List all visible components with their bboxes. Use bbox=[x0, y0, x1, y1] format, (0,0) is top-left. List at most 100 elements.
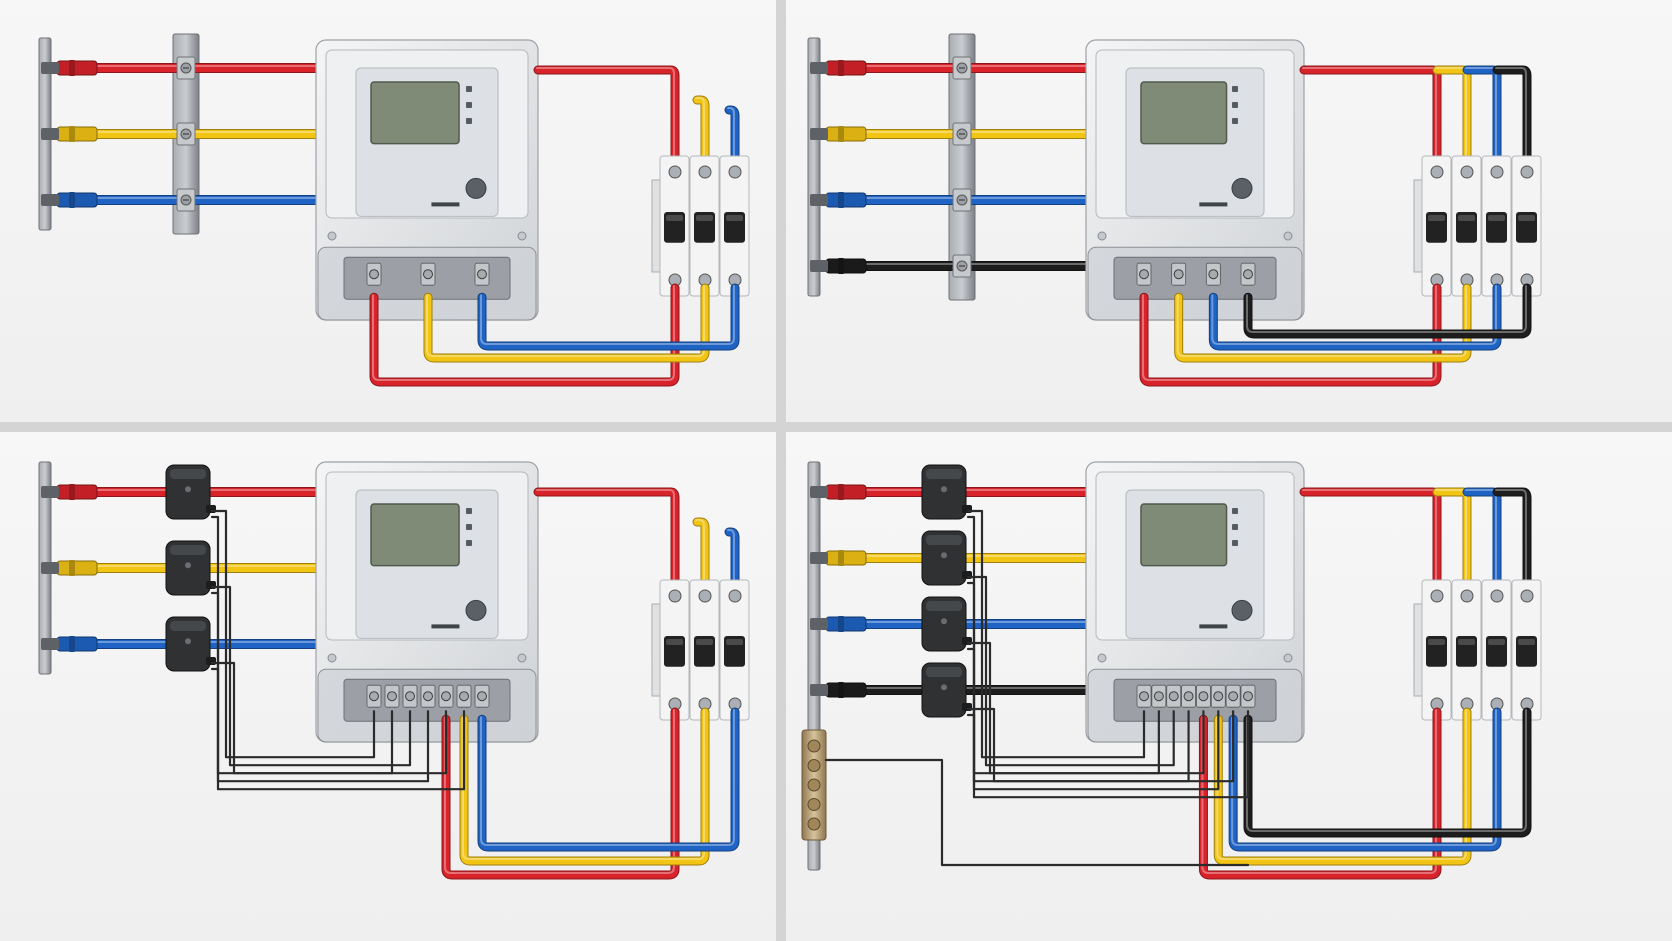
incoming-ferrule-l2 bbox=[56, 126, 98, 142]
incoming-ferrule-l3-pin bbox=[810, 194, 828, 206]
energy-meter bbox=[315, 39, 539, 321]
ct-lead-b-l3 bbox=[210, 667, 466, 791]
circuit-breaker-handle-top-2 bbox=[726, 639, 743, 645]
panel-four-wire-ct bbox=[786, 432, 1672, 941]
breaker-feed-n bbox=[1493, 66, 1531, 170]
meter-output-l3-highlight bbox=[1211, 285, 1497, 345]
ct-lead-b-n bbox=[966, 710, 1250, 799]
incoming-ferrule-l3 bbox=[825, 616, 867, 632]
circuit-breaker-top-screw-2 bbox=[728, 589, 742, 603]
circuit-breaker-top-screw-1 bbox=[698, 589, 712, 603]
energy-meter-screw-r bbox=[1283, 231, 1293, 241]
meter-output-l3 bbox=[1229, 708, 1501, 851]
breaker-feed-l3-highlight bbox=[727, 107, 735, 165]
current-transformer-l1-mark bbox=[185, 486, 191, 493]
incoming-ferrule-l3-pin bbox=[810, 618, 828, 630]
meter-output-n-highlight bbox=[1246, 285, 1527, 333]
neutral-busbar bbox=[801, 729, 827, 841]
energy-meter-led-0 bbox=[466, 508, 472, 514]
current-transformer-n-mark bbox=[941, 684, 947, 691]
meter-output-l1 bbox=[1140, 284, 1441, 386]
panel-three-wire-direct bbox=[0, 0, 776, 422]
circuit-breaker-handle-top-1 bbox=[696, 639, 713, 645]
energy-meter-led-2 bbox=[466, 118, 472, 124]
circuit-breaker-top-screw-2 bbox=[728, 165, 742, 179]
incoming-ferrule-l1 bbox=[825, 484, 867, 500]
incoming-ferrule-l2-pin bbox=[41, 562, 59, 574]
meter-output-l3-highlight bbox=[480, 285, 735, 345]
energy-meter-display bbox=[1140, 503, 1228, 567]
incoming-ferrule-l2-pin bbox=[810, 128, 828, 140]
energy-meter-led-0 bbox=[1232, 86, 1238, 92]
current-transformer-l3 bbox=[921, 596, 972, 652]
energy-meter-button bbox=[465, 177, 487, 199]
breaker-feed-l1 bbox=[534, 66, 679, 170]
breaker-feed-l1 bbox=[534, 488, 679, 594]
energy-meter-terminal-screw-6 bbox=[1228, 691, 1239, 702]
meter-output-l3-highlight bbox=[1231, 709, 1497, 846]
energy-meter-led-2 bbox=[1232, 118, 1238, 124]
breaker-feed-l3 bbox=[725, 528, 739, 594]
breaker-feed-n bbox=[1493, 488, 1531, 594]
circuit-breaker-top-screw-2 bbox=[1490, 589, 1504, 603]
neutral-reference-lead bbox=[824, 758, 1250, 867]
breaker-feed-l1 bbox=[1300, 488, 1441, 594]
energy-meter-terminal-screw-1 bbox=[1153, 691, 1164, 702]
ct-lead-a-l1 bbox=[966, 509, 1146, 759]
energy-meter-screw-l bbox=[327, 231, 337, 241]
circuit-breaker-top-screw-0 bbox=[1430, 589, 1444, 603]
circuit-breaker bbox=[1413, 155, 1542, 297]
energy-meter-display bbox=[1140, 81, 1228, 145]
meter-output-l3 bbox=[1209, 284, 1501, 350]
panel-four-wire-direct bbox=[786, 0, 1672, 422]
energy-meter-terminal-screw-1 bbox=[387, 691, 397, 702]
panel-three-wire-ct bbox=[0, 432, 776, 941]
energy-meter-terminal-block bbox=[1113, 256, 1277, 300]
energy-meter-terminal-screw-0 bbox=[1139, 691, 1149, 702]
energy-meter-screw-r bbox=[517, 231, 527, 241]
energy-meter-terminal-screw-4 bbox=[1198, 691, 1209, 702]
neutral-busbar-screw-2 bbox=[807, 778, 821, 792]
breaker-feed-l2 bbox=[693, 518, 709, 594]
circuit-breaker-handle-top-2 bbox=[1488, 215, 1505, 221]
neutral-busbar-screw-4 bbox=[807, 817, 821, 831]
breaker-feed-l1-highlight bbox=[536, 67, 675, 165]
energy-meter-terminal-screw-0 bbox=[1139, 269, 1149, 280]
incoming-ferrule-l2-ring bbox=[838, 550, 844, 566]
incoming-ferrule-l1-pin bbox=[41, 486, 59, 498]
panel-svg-three-wire-ct bbox=[38, 461, 750, 880]
incoming-ferrule-l3-ring bbox=[69, 636, 75, 652]
incoming-ferrule-l3-ring bbox=[838, 192, 844, 208]
left-bracket bbox=[807, 37, 821, 297]
circuit-breaker-handle-top-0 bbox=[666, 215, 683, 221]
breaker-feed-l1-highlight bbox=[536, 489, 675, 589]
incoming-ferrule-l2-pin bbox=[41, 128, 59, 140]
circuit-breaker-top-screw-1 bbox=[1460, 589, 1474, 603]
circuit-breaker-handle-top-2 bbox=[1488, 639, 1505, 645]
energy-meter-button bbox=[1231, 177, 1253, 199]
current-transformer-l3 bbox=[165, 616, 216, 672]
energy-meter-terminal-screw-1 bbox=[423, 269, 433, 280]
energy-meter-led-1 bbox=[466, 524, 472, 530]
meter-output-l2 bbox=[1175, 284, 1471, 362]
energy-meter-terminal-screw-5 bbox=[459, 691, 469, 702]
incoming-ferrule-l1 bbox=[825, 60, 867, 76]
current-transformer-l1-top bbox=[926, 469, 962, 479]
energy-meter bbox=[315, 461, 539, 743]
energy-meter-label-strip bbox=[1199, 624, 1228, 629]
breaker-feed-l1-outline bbox=[1299, 65, 1442, 171]
current-transformer-l1 bbox=[165, 464, 216, 520]
energy-meter-screw-l bbox=[1097, 653, 1107, 663]
incoming-ferrule-l2 bbox=[825, 126, 867, 142]
circuit-breaker-top-screw-0 bbox=[668, 165, 682, 179]
ct-lead-a-n bbox=[966, 707, 1235, 783]
incoming-ferrule-n bbox=[825, 682, 867, 698]
circuit-breaker-top-screw-1 bbox=[1460, 165, 1474, 179]
terminal-strip bbox=[948, 33, 976, 301]
incoming-ferrule-l2 bbox=[825, 550, 867, 566]
panel-svg-four-wire-ct bbox=[801, 461, 1542, 880]
breaker-feed-l1-highlight bbox=[1302, 67, 1437, 165]
incoming-ferrule-l2-ring bbox=[838, 126, 844, 142]
incoming-ferrule-l2 bbox=[56, 560, 98, 576]
incoming-ferrule-l1-ring bbox=[838, 60, 844, 76]
